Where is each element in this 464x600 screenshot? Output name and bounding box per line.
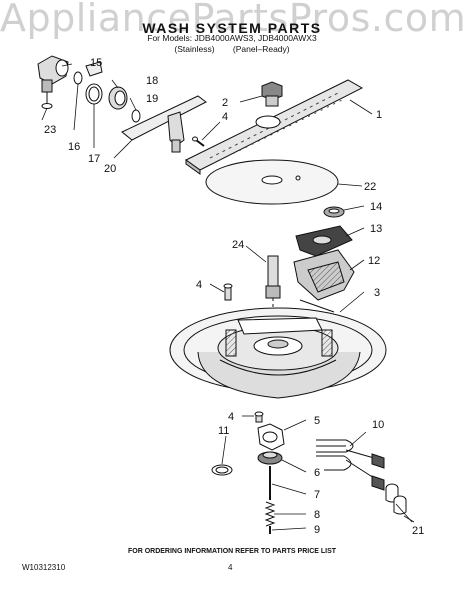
callout-13: 13 (370, 223, 382, 235)
part-o-ring (211, 464, 233, 476)
callout-17: 17 (88, 153, 100, 165)
part-hub (108, 86, 128, 110)
callout-21: 21 (412, 525, 424, 537)
part-clip (85, 61, 103, 77)
document-id: W10312310 (22, 563, 66, 572)
model-variants: (Stainless) (Panel–Ready) (0, 44, 464, 54)
part-bracket (257, 423, 285, 451)
callout-24: 24 (232, 239, 244, 251)
part-retainer (85, 83, 103, 105)
callout-7: 7 (314, 489, 320, 501)
part-terminal-cap-upper (371, 453, 385, 469)
callout-4-middle: 4 (196, 279, 202, 291)
callout-23: 23 (44, 124, 56, 136)
callout-14: 14 (370, 201, 382, 213)
callout-labels: 15 23 16 17 18 19 20 4 2 1 22 14 13 12 3… (44, 57, 424, 537)
part-upper-spray-arm (121, 95, 207, 153)
callout-5: 5 (314, 415, 320, 427)
callout-22: 22 (364, 181, 376, 193)
part-filter-disc (205, 159, 339, 205)
part-washer (131, 109, 141, 123)
callout-4-upper: 4 (222, 111, 228, 123)
part-motor-seal (257, 451, 283, 465)
callout-16: 16 (68, 141, 80, 153)
part-screw-upper (192, 136, 205, 147)
part-small-cap (323, 206, 345, 218)
callout-10: 10 (372, 419, 384, 431)
part-heating-element (316, 439, 375, 479)
callout-19: 19 (146, 93, 158, 105)
part-gasket (73, 71, 83, 85)
variant-panel-ready: (Panel–Ready) (232, 44, 290, 54)
part-filter-housing (293, 249, 355, 313)
part-sump (169, 307, 387, 399)
callout-2: 2 (222, 97, 228, 109)
watermark: AppliancePartsPros.com (0, 0, 464, 40)
part-cover (295, 225, 353, 257)
part-screw-lower (254, 411, 264, 423)
callout-18: 18 (146, 75, 158, 87)
part-screw-middle (223, 283, 233, 301)
part-spring (264, 501, 276, 527)
callout-12: 12 (368, 255, 380, 267)
callout-20: 20 (104, 163, 116, 175)
part-terminal-cover-lower (393, 495, 407, 515)
callout-8: 8 (314, 509, 320, 521)
ordering-information: FOR ORDERING INFORMATION REFER TO PARTS … (127, 548, 337, 555)
page-number: 4 (228, 563, 233, 572)
callout-4-lower: 4 (228, 411, 234, 423)
part-spray-arm-nut (261, 81, 283, 107)
callout-1: 1 (376, 109, 382, 121)
callout-3: 3 (374, 287, 380, 299)
callout-15: 15 (90, 57, 102, 69)
leader-lines (41, 63, 415, 531)
callout-11: 11 (218, 425, 229, 437)
callout-9: 9 (314, 524, 320, 536)
page-title: WASH SYSTEM PARTS (142, 20, 322, 36)
part-feed-elbow (37, 55, 69, 109)
model-numbers: For Models: JDB4000AWS3, JDB4000AWX3 (147, 33, 317, 43)
part-lower-spray-arm (185, 79, 364, 175)
part-terminal-cap-lower (371, 475, 385, 491)
callout-6: 6 (314, 467, 320, 479)
variant-stainless: (Stainless) (174, 44, 215, 54)
